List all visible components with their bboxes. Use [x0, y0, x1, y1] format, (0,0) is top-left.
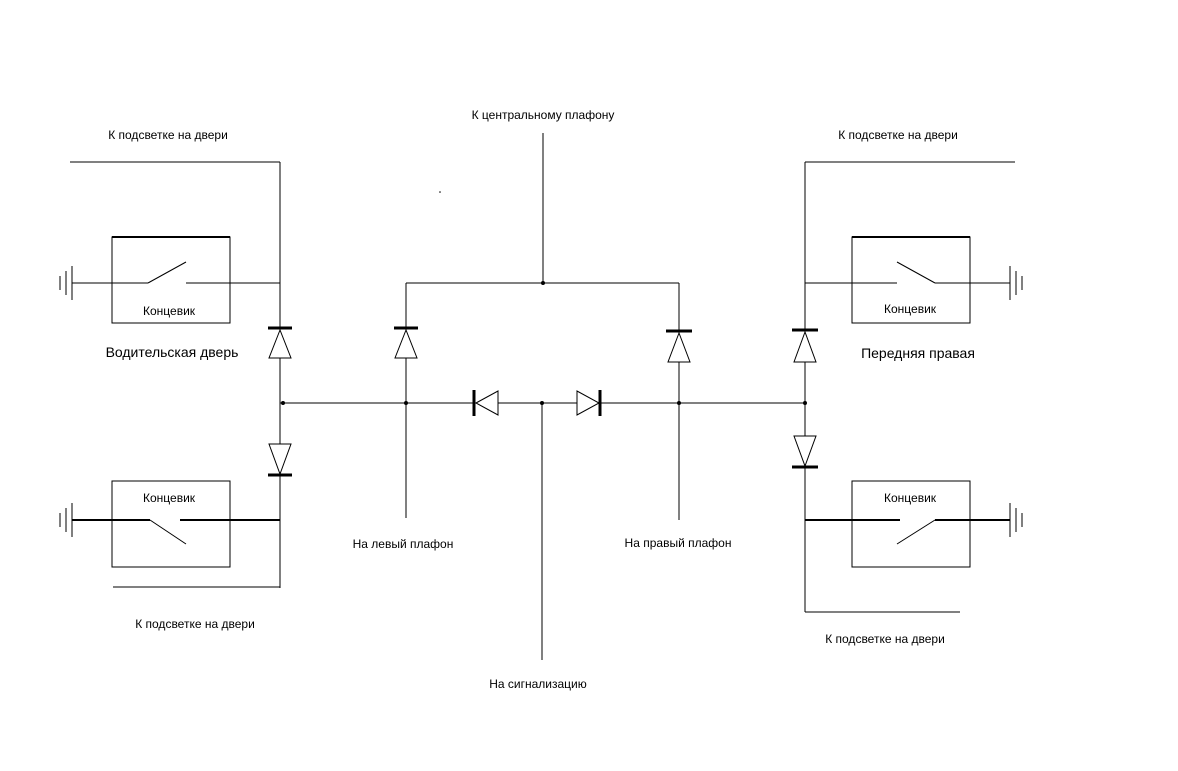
switch-contact-bottom-left — [149, 519, 187, 545]
diode-icon — [472, 390, 499, 416]
ground-icon — [59, 266, 73, 300]
diode-icon — [394, 326, 418, 359]
label-door-light-top-right: К подсветке на двери — [838, 128, 958, 142]
diode-icon — [576, 390, 602, 416]
label-central-lamp: К центральному плафону — [472, 108, 615, 122]
ground-icon — [1009, 266, 1023, 300]
switch-contact-top-left — [147, 261, 187, 284]
left-side-circuit — [59, 161, 292, 588]
label-alarm: На сигнализацию — [489, 677, 587, 691]
diode-icon — [666, 329, 692, 363]
junction-dot — [541, 281, 545, 285]
diode-icon — [268, 326, 292, 359]
switch-box-bottom-left — [111, 480, 231, 568]
label-left-lamp: На левый плафон — [353, 537, 454, 551]
label-switch-bottom-left: Концевик — [143, 491, 196, 505]
label-switch-bottom-right: Концевик — [884, 491, 937, 505]
label-door-light-bottom-left: К подсветке на двери — [135, 617, 255, 631]
stray-dot — [439, 191, 441, 193]
switch-box-bottom-right — [851, 480, 971, 568]
label-door-light-top-left: К подсветке на двери — [108, 128, 228, 142]
switch-contact-top-right — [896, 261, 936, 284]
ground-icon — [1009, 503, 1023, 537]
label-front-right: Передняя правая — [861, 345, 975, 361]
switch-contact-bottom-right — [896, 519, 936, 545]
diode-icon — [792, 435, 818, 469]
central-bus — [280, 133, 807, 660]
label-switch-top-right: Концевик — [884, 302, 937, 316]
diode-icon — [268, 443, 292, 477]
right-side-circuit — [792, 161, 1023, 613]
junction-dot — [281, 401, 285, 405]
diode-icon — [792, 328, 818, 363]
ground-icon — [59, 503, 73, 537]
label-right-lamp: На правый плафон — [625, 536, 732, 550]
label-door-light-bottom-right: К подсветке на двери — [825, 632, 945, 646]
label-driver-door: Водительская дверь — [106, 344, 239, 360]
label-switch-top-left: Концевик — [143, 304, 196, 318]
